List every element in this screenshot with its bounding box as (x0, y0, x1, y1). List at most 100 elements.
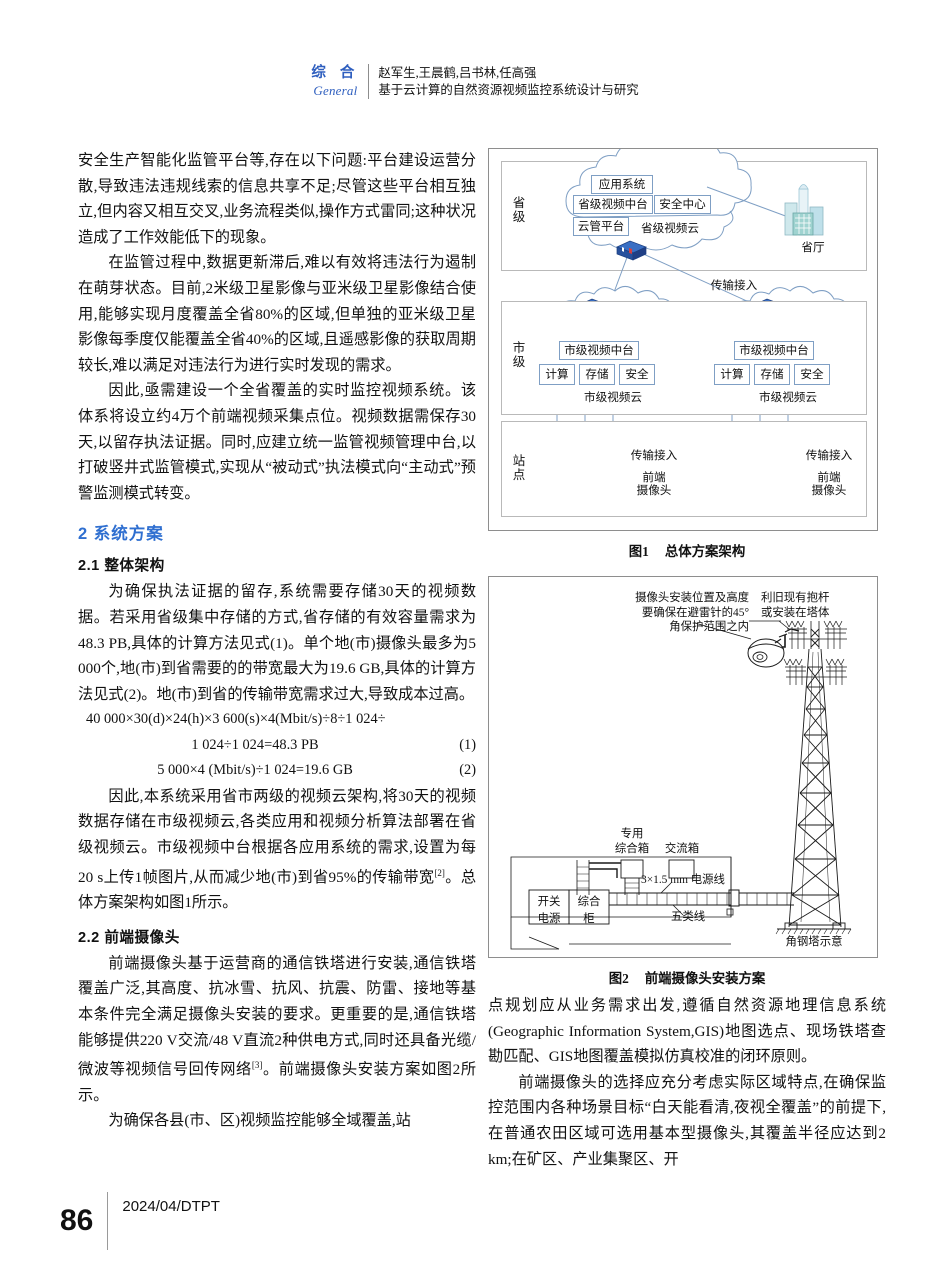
figure1-label-transport-access-2: 传输接入 (805, 449, 853, 462)
figure1-box-storage-2: 存储 (754, 364, 790, 385)
section-name-en: General (313, 82, 358, 98)
figure1-tier-site (501, 421, 867, 517)
subsection-heading-2-1: 2.1 整体架构 (78, 558, 165, 575)
right-paragraph-2: 前端摄像头的选择应充分考虑实际区域特点,在确保监控范围内各种场景目标“白天能看清… (488, 1073, 886, 1168)
figure-1-caption-text: 总体方案架构 (664, 544, 746, 559)
figure2-note-right: 利旧现有抱杆 或安装在塔体 (761, 591, 861, 620)
figure2-label-switch-power-line1: 开关 (537, 896, 561, 908)
figure2-note-left-line3: 角保护范围之内 (669, 621, 749, 633)
formula-2-body: 5 000×4 (Mbit/s)÷1 024=19.6 GB (157, 762, 353, 779)
right-paragraph-1: 点规划应从业务需求出发,遵循自然资源地理信息系统(Geographic Info… (488, 997, 886, 1066)
figure-1: 省级 (488, 148, 878, 531)
paragraph-7: 为确保各县(市、区)视频监控能够全域覆盖,站 (108, 1112, 411, 1130)
paragraph-5-text: 因此,本系统采用省市两级的视频云架构,将30天的视频数据存储在市级视频云,各类应… (78, 787, 476, 886)
figure2-label-cabinet: 综合 柜 (572, 894, 606, 928)
running-head-divider (368, 64, 370, 100)
citation-ref-2: [2] (434, 867, 445, 878)
figure-2-caption-text: 前端摄像头安装方案 (644, 971, 766, 986)
figure2-label-special-line2: 综合箱 (614, 842, 650, 855)
figure1-label-site: 站点 (512, 454, 526, 482)
figure1-box-compute-2: 计算 (714, 364, 750, 385)
section-name-cn: 综 合 (311, 65, 360, 81)
figure2-label-cabinet-line2: 柜 (583, 913, 595, 925)
figure1-label-department: 省厅 (801, 241, 825, 254)
figure2-label-switch-power-line2: 电源 (537, 913, 561, 925)
running-head: 综 合 General 赵军生,王晨鹤,吕书林,任高强 基于云计算的自然资源视频… (0, 64, 950, 100)
paragraph-6-tail: 。前端摄像头安装方案如图2所示。 (78, 1061, 477, 1104)
paragraph-6: 前端摄像头基于运营商的通信铁塔进行安装,通信铁塔覆盖广泛,其高度、抗冰雪、抗风、… (78, 951, 476, 1109)
paragraph-2: 在监管过程中,数据更新滞后,难以有效将违法行为遏制在萌芽状态。目前,2米级卫星影… (78, 254, 476, 374)
citation-ref-3: [3] (251, 1060, 263, 1071)
issue-label: 2024/04/DTPT (122, 1198, 220, 1215)
running-head-meta: 赵军生,王晨鹤,吕书林,任高强 基于云计算的自然资源视频监控系统设计与研究 (369, 65, 638, 97)
figure1-label-province-cloud: 省级视频云 (641, 222, 699, 235)
figure2-note-right-line2: 或安装在塔体 (761, 606, 830, 619)
figure1-camera-line1-b: 前端 (817, 471, 841, 484)
figure2-label-cabinet-line1: 综合 (577, 896, 601, 908)
paragraph-1: 安全生产智能化监管平台等,存在以下问题:平台建设运营分散,导致违法违规线索的信息… (78, 152, 476, 246)
figure1-label-city-cloud-2: 市级视频云 (759, 391, 817, 404)
figure1-box-security-center: 安全中心 (654, 195, 711, 214)
figure1-box-storage-1: 存储 (579, 364, 615, 385)
figure1-label-camera-1: 前端摄像头 (625, 471, 683, 497)
left-column: 安全生产智能化监管平台等,存在以下问题:平台建设运营分散,导致违法违规线索的信息… (78, 148, 476, 1134)
figure2-label-ac-box: 交流箱 (664, 843, 700, 855)
formula-2: 5 000×4 (Mbit/s)÷1 024=19.6 GB (2) (78, 758, 476, 784)
section-heading-2: 2 系统方案 (78, 525, 164, 544)
figure1-camera-line2-a: 摄像头 (636, 484, 672, 497)
figure1-label-transport-access-1: 传输接入 (630, 449, 678, 462)
formula-2-number: (2) (459, 762, 476, 779)
figure1-label-city: 市级 (512, 341, 526, 369)
figure2-note-right-line1: 利旧现有抱杆 (761, 592, 830, 604)
figure1-box-city-video-center-2: 市级视频中台 (734, 341, 814, 360)
figure1-box-cloud-mgmt-platform: 云管平台 (573, 217, 629, 236)
figure-2: 摄像头安装位置及高度 要确保在避雷针的45° 角保护范围之内 利旧现有抱杆 或安… (488, 576, 878, 958)
footer-divider (107, 1192, 109, 1250)
formula-1-number: (1) (459, 736, 476, 753)
figure2-label-power-line: 3×1.5 mm 电源线 (641, 874, 725, 886)
article-authors: 赵军生,王晨鹤,吕书林,任高强 (378, 66, 537, 81)
paragraph-5: 因此,本系统采用省市两级的视频云架构,将30天的视频数据存储在市级视频云,各类应… (78, 784, 476, 916)
figure2-label-switch-power: 开关 电源 (532, 894, 566, 928)
figure2-note-left: 摄像头安装位置及高度 要确保在避雷针的45° 角保护范围之内 (609, 591, 749, 635)
figure2-vector-layer (510, 620, 852, 950)
figure2-note-left-line1: 摄像头安装位置及高度 (635, 592, 749, 604)
figure2-dome-camera-icon (747, 638, 785, 668)
article-title: 基于云计算的自然资源视频监控系统设计与研究 (378, 82, 639, 97)
figure1-label-province: 省级 (512, 196, 526, 224)
figure1-label-city-cloud-1: 市级视频云 (584, 391, 642, 404)
paragraph-6-text: 前端摄像头基于运营商的通信铁塔进行安装,通信铁塔覆盖广泛,其高度、抗冰雪、抗风、… (78, 954, 476, 1079)
figure1-box-security-2: 安全 (794, 364, 830, 385)
figure1-camera-line1-a: 前端 (642, 471, 666, 484)
formula-1-line-1: 40 000×30(d)×24(h)×3 600(s)×4(Mbit/s)÷8÷… (86, 711, 386, 728)
right-column: 省级 (488, 148, 886, 1172)
figure1-router-icon-province (616, 233, 647, 261)
figure-2-caption: 图2 前端摄像头安装方案 (488, 967, 886, 987)
page-footer: 86 2024/04/DTPT (60, 1192, 220, 1250)
paragraph-3: 因此,亟需建设一个全省覆盖的实时监控视频系统。该体系将设立约4万个前端视频采集点… (78, 382, 476, 502)
figure1-camera-line2-b: 摄像头 (811, 484, 847, 497)
figure2-note-left-line2: 要确保在避雷针的45° (641, 606, 749, 619)
formula-1-line-2: 1 024÷1 024=48.3 PB (1) (78, 733, 476, 759)
figure1-label-transport-access-top: 传输接入 (710, 279, 758, 292)
subsection-heading-2-2: 2.2 前端摄像头 (78, 929, 180, 946)
figure1-box-province-video-center: 省级视频中台 (573, 195, 653, 214)
figure1-building-icon (784, 184, 824, 236)
figure2-label-special-box: 专用 综合箱 (602, 827, 662, 856)
figure1-box-security-1: 安全 (619, 364, 655, 385)
figure1-box-app-system: 应用系统 (591, 175, 653, 194)
figure2-label-tower: 角钢塔示意 (785, 936, 843, 948)
figure1-box-city-video-center-1: 市级视频中台 (559, 341, 639, 360)
figure2-label-special-line1: 专用 (620, 828, 644, 840)
paragraph-4: 为确保执法证据的留存,系统需要存储30天的视频数据。若采用省级集中存储的方式,省… (78, 583, 476, 703)
formula-1-body: 1 024÷1 024=48.3 PB (191, 736, 319, 753)
figure2-label-cat5: 五类线 (671, 911, 706, 923)
figure1-label-camera-2: 前端摄像头 (800, 471, 858, 497)
page-number: 86 (60, 1204, 94, 1237)
running-head-section: 综 合 General (311, 64, 368, 99)
paragraph-5-tail: 。总体方案架构如图1所示。 (78, 868, 477, 912)
figure-2-caption-label: 图2 (608, 971, 629, 986)
figure1-box-compute-1: 计算 (539, 364, 575, 385)
